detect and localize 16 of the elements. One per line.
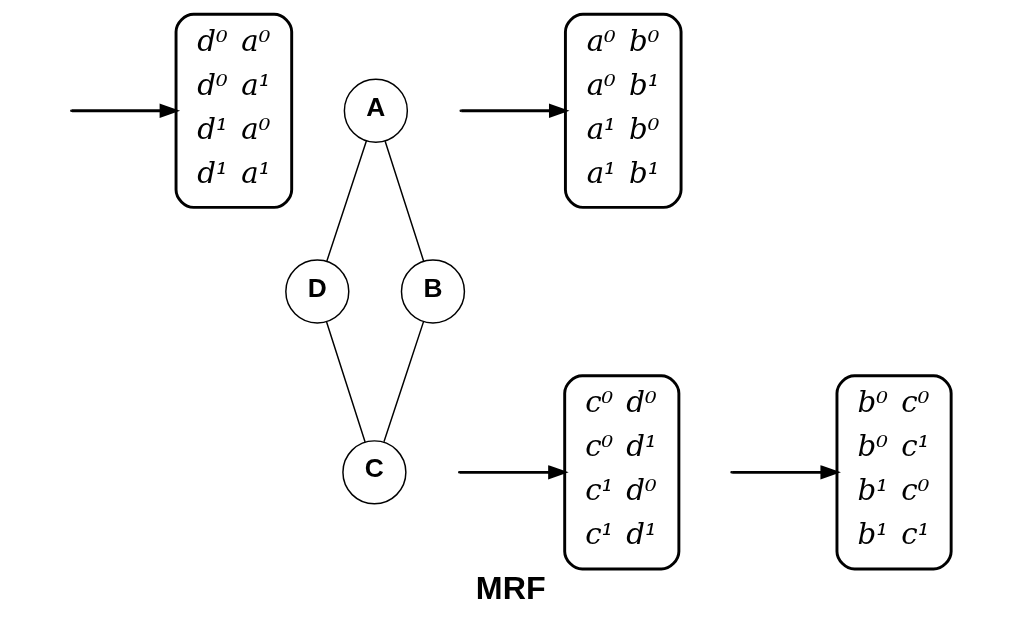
connector bbox=[383, 320, 425, 443]
node-circle: B bbox=[400, 259, 466, 324]
connector bbox=[326, 140, 368, 262]
node-box: c⁰ d⁰ c⁰ d¹ c¹ d⁰ c¹ d¹ bbox=[563, 374, 681, 571]
arrow bbox=[72, 103, 181, 118]
node-circle: D bbox=[285, 259, 350, 324]
node-box: d⁰ a⁰ d⁰ a¹ d¹ a⁰ d¹ a¹ bbox=[174, 12, 294, 209]
node-box: a⁰ b⁰ a⁰ b¹ a¹ b⁰ a¹ b¹ bbox=[563, 12, 683, 209]
connector bbox=[325, 321, 366, 443]
arrow bbox=[732, 465, 841, 480]
node-circle: A bbox=[343, 78, 409, 143]
caption: MRF bbox=[475, 570, 546, 607]
connector bbox=[384, 140, 425, 262]
node-box: b⁰ c⁰ b⁰ c¹ b¹ c⁰ b¹ c¹ bbox=[835, 374, 953, 571]
arrow bbox=[459, 465, 569, 480]
node-circle: C bbox=[342, 440, 407, 505]
